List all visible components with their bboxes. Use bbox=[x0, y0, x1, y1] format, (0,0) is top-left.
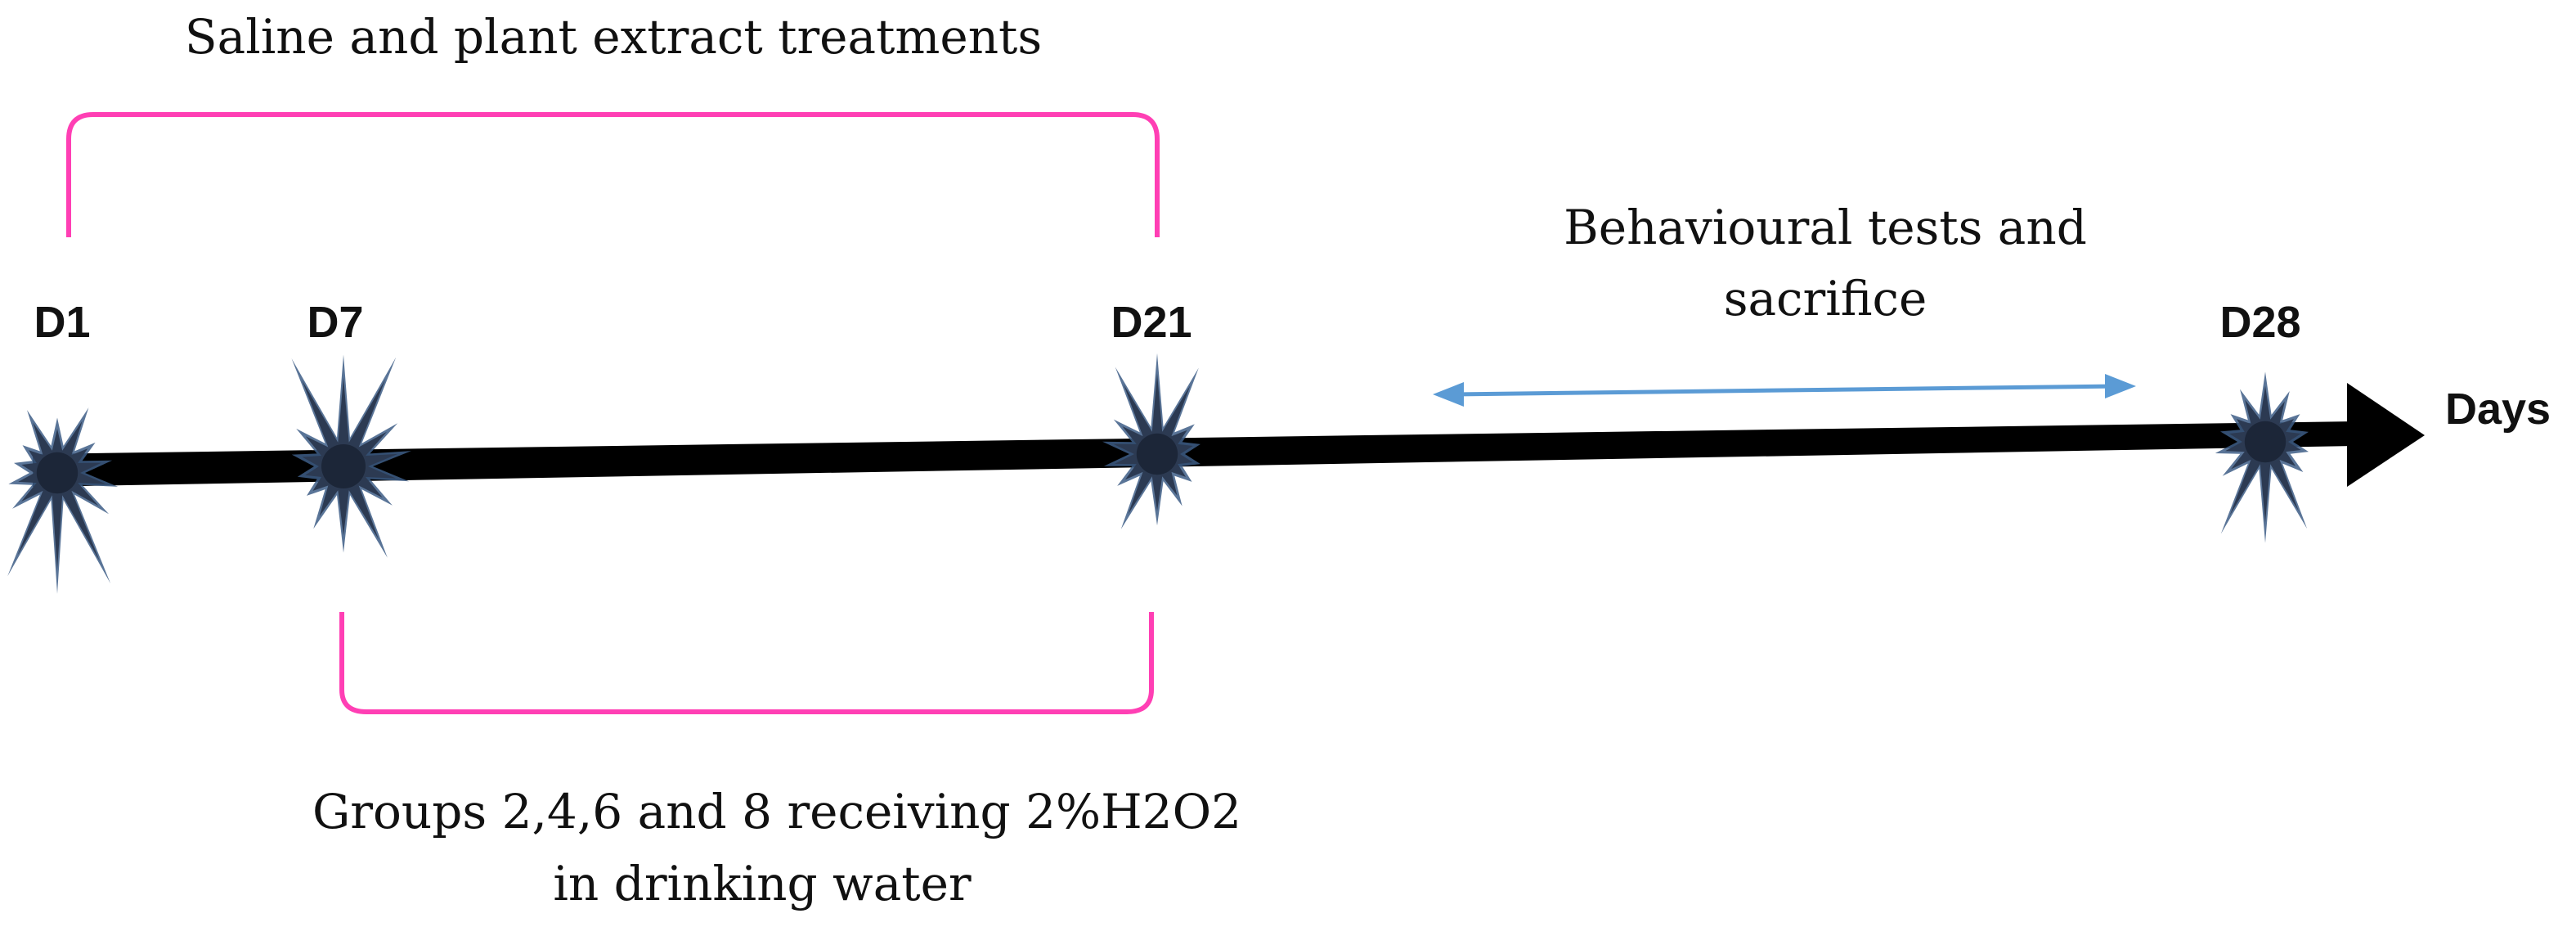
marker-label-d28: D28 bbox=[2219, 298, 2300, 347]
marker-label-d21: D21 bbox=[1111, 298, 1192, 347]
bottom-bracket bbox=[339, 612, 1154, 714]
behaviour-period-double-arrow bbox=[1433, 374, 2136, 407]
d21-star-icon bbox=[1102, 353, 1200, 529]
bottom-bracket-label-line1: Groups 2,4,6 and 8 receiving 2%H2O2 bbox=[312, 784, 1241, 839]
axis-label-days: Days bbox=[2445, 385, 2551, 434]
bottom-bracket-label-line2: in drinking water bbox=[553, 856, 972, 911]
timeline-axis bbox=[33, 383, 2425, 487]
behaviour-label-line2: sacrifice bbox=[1724, 271, 1928, 326]
timeline-markers bbox=[7, 353, 2309, 594]
d1-star-icon bbox=[7, 407, 119, 594]
top-bracket-label: Saline and plant extract treatments bbox=[185, 9, 1042, 65]
marker-label-d1: D1 bbox=[34, 298, 90, 347]
behaviour-label-line1: Behavioural tests and bbox=[1564, 200, 2087, 255]
d28-star-icon bbox=[2215, 371, 2309, 543]
d7-star-icon bbox=[291, 354, 411, 558]
top-bracket bbox=[66, 112, 1160, 237]
marker-label-d7: D7 bbox=[307, 298, 363, 347]
